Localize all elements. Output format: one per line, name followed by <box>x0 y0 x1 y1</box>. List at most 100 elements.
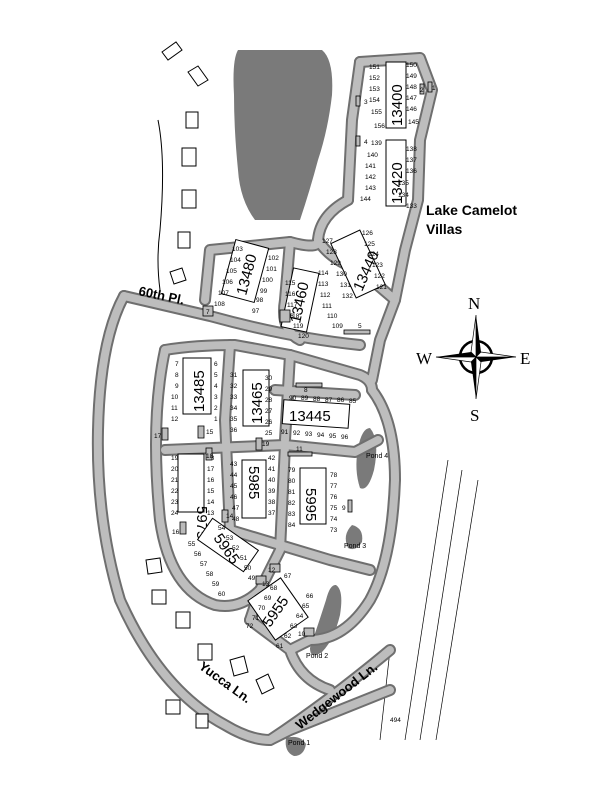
svg-text:32: 32 <box>230 383 238 390</box>
mailbox-6: 6 <box>279 309 294 323</box>
svg-text:56: 56 <box>194 551 202 558</box>
svg-text:121: 121 <box>376 284 387 291</box>
compass-w: W <box>416 349 433 368</box>
svg-text:84: 84 <box>288 522 296 529</box>
svg-text:127: 127 <box>322 238 333 245</box>
svg-text:17: 17 <box>207 466 215 473</box>
svg-text:66: 66 <box>306 593 314 600</box>
svg-text:89: 89 <box>301 395 309 402</box>
svg-text:87: 87 <box>325 397 333 404</box>
svg-text:4: 4 <box>364 139 368 146</box>
mailbox-10: 10 <box>298 627 315 638</box>
svg-text:116: 116 <box>285 291 296 298</box>
mailbox-19: 19 <box>255 437 270 451</box>
svg-text:34: 34 <box>230 405 238 412</box>
highway-494-label: 494 <box>390 717 401 724</box>
svg-text:38: 38 <box>268 499 276 506</box>
svg-text:88: 88 <box>313 396 321 403</box>
community-title-line2: Villas <box>426 221 463 237</box>
pond-3-label: Pond 3 <box>344 543 366 550</box>
mailbox-4: 4 <box>355 135 368 147</box>
building-5975[interactable]: 5975 <box>177 453 210 539</box>
svg-text:45: 45 <box>230 483 238 490</box>
svg-text:78: 78 <box>330 472 338 479</box>
svg-text:134: 134 <box>398 192 409 199</box>
svg-text:31: 31 <box>230 372 238 379</box>
svg-text:16: 16 <box>207 477 215 484</box>
svg-text:64: 64 <box>296 613 304 620</box>
svg-text:113: 113 <box>318 281 329 288</box>
building-13465[interactable]: 13465 <box>242 369 270 427</box>
pond-1-shape <box>285 736 306 756</box>
svg-text:3: 3 <box>214 394 218 401</box>
lake <box>233 50 333 220</box>
svg-text:10: 10 <box>171 394 179 401</box>
svg-text:108: 108 <box>214 301 225 308</box>
building-5955[interactable]: 5955 <box>247 577 309 641</box>
svg-text:104: 104 <box>230 257 241 264</box>
mailbox-2: 2 <box>419 83 425 95</box>
svg-text:118: 118 <box>289 313 300 320</box>
building-13420[interactable]: 13420 <box>385 139 407 207</box>
svg-text:57: 57 <box>200 561 208 568</box>
svg-text:144: 144 <box>360 196 371 203</box>
svg-text:65: 65 <box>302 603 310 610</box>
svg-text:51: 51 <box>240 555 248 562</box>
building-13445[interactable]: 13445 <box>281 399 351 429</box>
svg-text:126: 126 <box>362 230 373 237</box>
svg-text:67: 67 <box>284 573 292 580</box>
svg-text:150: 150 <box>406 62 417 69</box>
svg-text:73: 73 <box>330 527 338 534</box>
svg-text:141: 141 <box>365 163 376 170</box>
building-13440[interactable]: 13440 <box>330 229 386 299</box>
svg-text:111: 111 <box>322 303 332 310</box>
svg-text:69: 69 <box>264 595 272 602</box>
svg-text:156: 156 <box>374 123 385 130</box>
svg-text:27: 27 <box>265 408 273 415</box>
svg-text:93: 93 <box>305 431 313 438</box>
svg-text:16: 16 <box>172 529 180 536</box>
compass-s: S <box>470 406 479 425</box>
svg-text:149: 149 <box>406 73 417 80</box>
svg-text:9: 9 <box>175 383 179 390</box>
mailbox-3: 3 <box>355 95 368 107</box>
svg-text:103: 103 <box>232 246 243 253</box>
svg-text:5: 5 <box>214 372 218 379</box>
svg-text:35: 35 <box>230 416 238 423</box>
svg-text:22: 22 <box>171 488 179 495</box>
pond-3-shape <box>345 525 363 550</box>
svg-text:47: 47 <box>232 505 240 512</box>
svg-text:55: 55 <box>188 541 196 548</box>
svg-text:50: 50 <box>244 565 252 572</box>
svg-text:46: 46 <box>230 494 238 501</box>
svg-text:143: 143 <box>365 185 376 192</box>
svg-text:86: 86 <box>337 397 345 404</box>
svg-text:10: 10 <box>298 631 306 638</box>
building-5985[interactable]: 5985 <box>241 459 267 519</box>
svg-text:7: 7 <box>206 309 210 316</box>
svg-text:42: 42 <box>268 455 276 462</box>
mailbox-5: 5 <box>343 323 371 335</box>
svg-text:98: 98 <box>256 297 264 304</box>
building-13460[interactable]: 13460 <box>280 267 320 333</box>
svg-text:15: 15 <box>207 488 215 495</box>
building-label-13465: 13465 <box>249 382 266 424</box>
building-13480[interactable]: 13480 <box>220 238 270 304</box>
building-5995[interactable]: 5995 <box>299 467 327 525</box>
svg-text:140: 140 <box>367 152 378 159</box>
svg-text:148: 148 <box>406 84 417 91</box>
svg-text:80: 80 <box>288 478 296 485</box>
building-13485[interactable]: 13485 <box>182 357 212 415</box>
building-13400[interactable]: 13400 <box>385 61 407 129</box>
svg-text:44: 44 <box>230 472 238 479</box>
svg-text:14: 14 <box>207 499 215 506</box>
highway-494-lines <box>379 459 479 741</box>
svg-text:6: 6 <box>214 361 218 368</box>
